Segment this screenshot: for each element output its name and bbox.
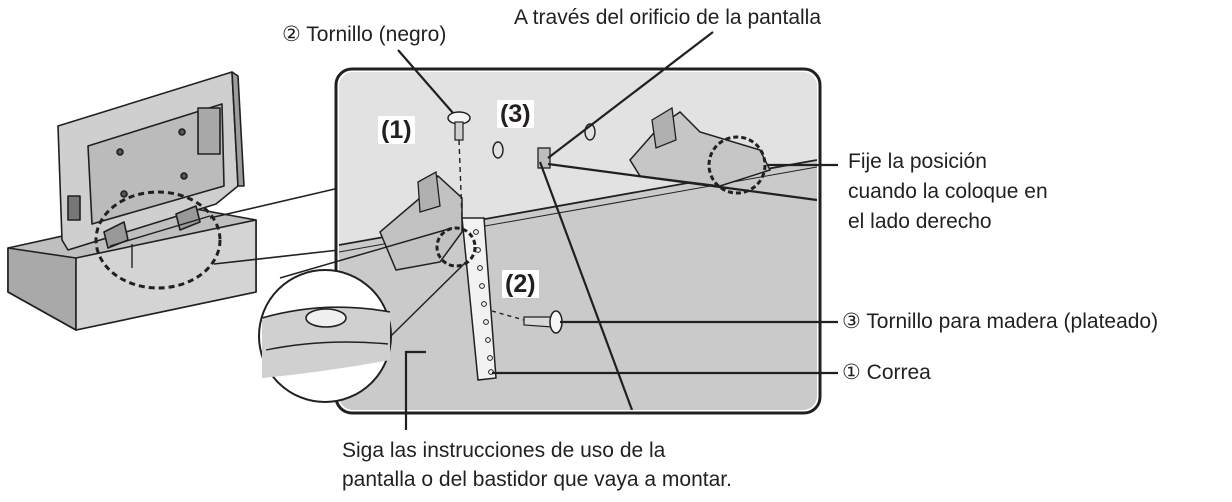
label-follow-instructions-line-2: pantalla o del bastidor que vaya a monta… (342, 468, 732, 491)
detail-circle-overview (94, 190, 222, 290)
step-label-2: (2) (502, 270, 539, 298)
detail-panel (334, 67, 822, 415)
label-screw-black: ② Tornillo (negro) (282, 23, 447, 46)
label-follow-instructions: Siga las instrucciones de uso de la pant… (342, 436, 732, 494)
magnified-detail (258, 269, 392, 403)
label-through-hole: A través del orificio de la pantalla (514, 6, 822, 29)
label-follow-instructions-line-1: Siga las instrucciones de uso de la (342, 439, 666, 462)
label-wood-screw: ③ Tornillo para madera (plateado) (842, 310, 1159, 333)
tv-overview (7, 71, 257, 331)
step-label-1: (1) (378, 116, 415, 144)
label-fix-position-line-3: el lado derecho (848, 210, 992, 233)
leader-lines (397, 31, 838, 430)
step-label-3: (3) (497, 100, 534, 128)
label-fix-position: Fije la posición cuando la coloque en el… (848, 147, 1048, 237)
label-fix-position-line-2: cuando la coloque en (848, 180, 1048, 203)
label-fix-position-line-1: Fije la posición (848, 150, 987, 173)
label-strap: ① Correa (842, 361, 931, 384)
